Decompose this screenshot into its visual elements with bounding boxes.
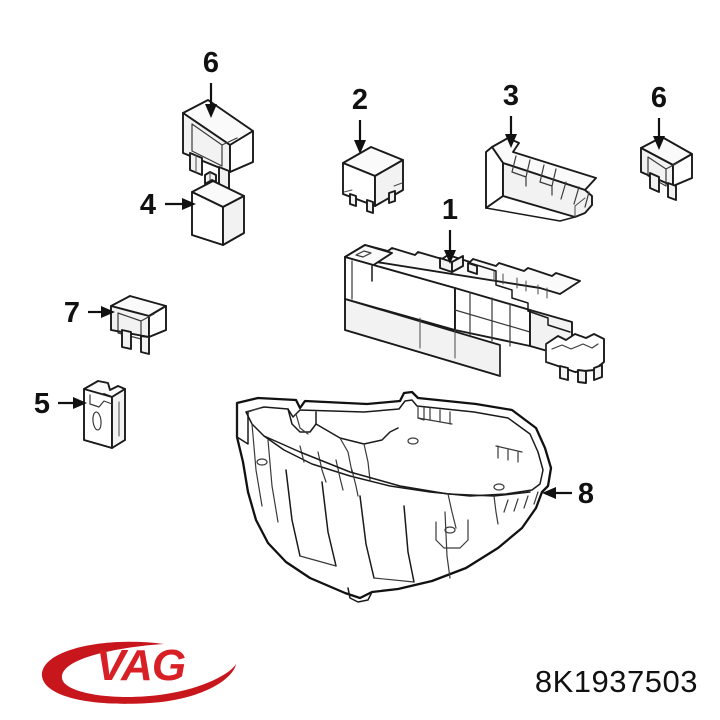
callout-label-4: 4 (140, 189, 156, 221)
callout-label-3: 3 (503, 80, 519, 112)
part-8-housing-tray (235, 390, 553, 603)
vag-logo: VAG (34, 630, 244, 706)
part-3-ribbed-cover (485, 137, 597, 222)
callout-label-1: 1 (442, 194, 458, 226)
logo-wordmark: VAG (96, 641, 186, 690)
callout-label-8: 8 (578, 478, 594, 510)
callout-label-6-right: 6 (651, 82, 667, 114)
callout-label-6-left: 6 (203, 47, 219, 79)
callout-leaders (58, 83, 665, 499)
callout-label-7: 7 (64, 297, 80, 329)
footer: VAG 8K1937503 (0, 624, 720, 720)
part-2-relay (342, 146, 404, 214)
part-7-blade-fuse-small (110, 295, 167, 355)
part-number: 8K1937503 (534, 664, 698, 699)
callout-label-2: 2 (352, 84, 368, 116)
callout-numbers: 6 2 3 6 1 4 7 5 8 (34, 47, 667, 510)
part-5-retaining-clip (83, 380, 126, 449)
callout-label-5: 5 (34, 388, 50, 420)
part-6-blade-fuse-right (640, 136, 693, 201)
part-1-fuse-relay-carrier (344, 244, 605, 384)
part-6-blade-fuse-left (182, 99, 254, 191)
part-4-relay-block (191, 171, 245, 246)
